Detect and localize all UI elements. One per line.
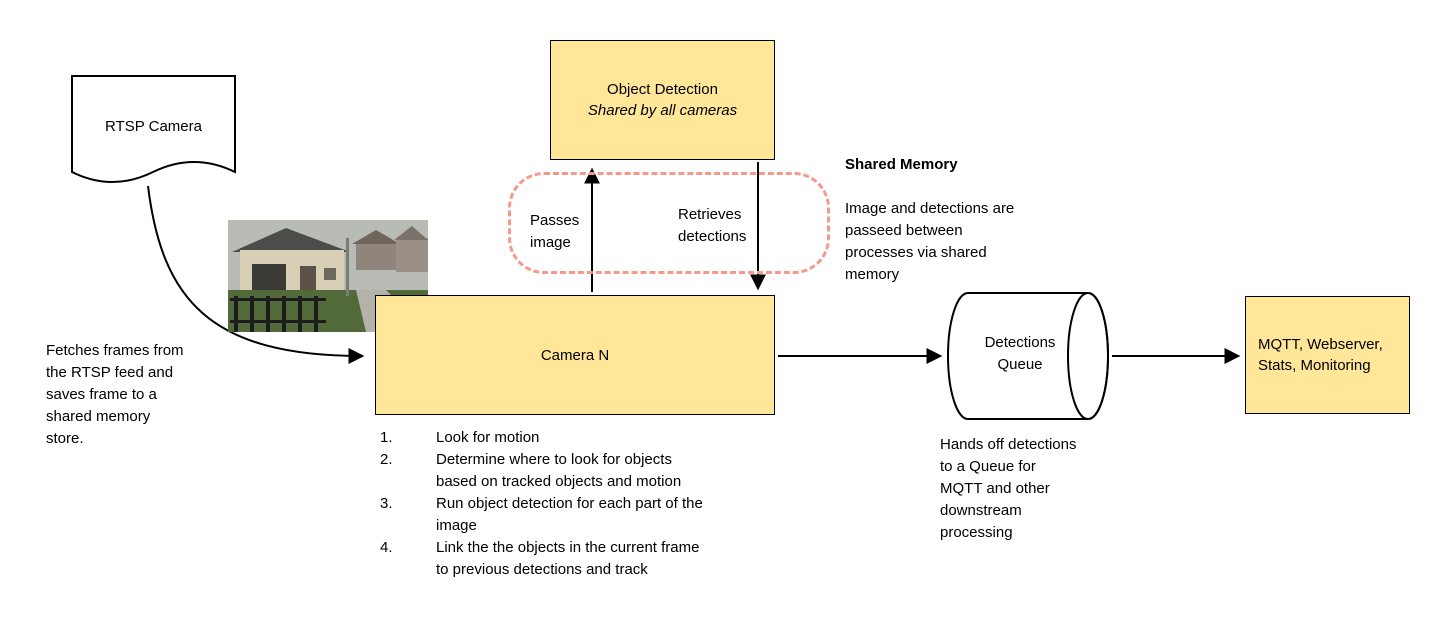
arrow-rtsp-to-camera [147,185,365,364]
camera-step-1-number: 1. [380,429,393,446]
object-detection-subtitle: Shared by all cameras [587,102,738,119]
shared-memory-region-outline [508,172,830,274]
shared-memory-note-title: Shared Memory [845,156,958,173]
camera-snapshot-graphic [228,220,428,332]
camera-step-1-text: Look for motion [436,429,540,446]
object-detection-title: Object Detection [607,81,718,98]
mqtt-webserver-label: MQTT, Webserver, Stats, Monitoring [1258,336,1383,374]
camera-n-node: Camera N [375,295,775,415]
fetch-frames-note: Fetches frames from the RTSP feed and sa… [46,342,184,447]
rtsp-camera-label: RTSP Camera [105,118,202,135]
camera-snapshot-image [228,220,428,332]
object-detection-node: Object Detection Shared by all cameras [550,40,775,160]
queue-handoff-note: Hands off detections to a Queue for MQTT… [940,436,1077,541]
mqtt-webserver-node: MQTT, Webserver, Stats, Monitoring [1245,296,1410,414]
detections-queue-label: Detections Queue [984,334,1056,373]
camera-step-3-text: Run object detection for each part of th… [436,495,703,534]
camera-step-4-text: Link the the objects in the current fram… [436,539,700,578]
retrieves-detections-label: Retrieves detections [678,206,747,245]
shared-memory-note: Shared Memory Image and detections are p… [845,132,1060,308]
camera-step-2: 2. Determine where to look for objects b… [380,449,800,493]
camera-step-3-number: 3. [380,495,393,512]
camera-step-2-text: Determine where to look for objects base… [436,451,682,490]
camera-step-4-number: 4. [380,539,393,556]
camera-steps-list: 1. Look for motion 2. Determine where to… [380,427,800,581]
shared-memory-note-body: Image and detections are passeed between… [845,200,1015,283]
camera-step-2-number: 2. [380,451,393,468]
camera-step-1: 1. Look for motion [380,427,800,449]
camera-n-label: Camera N [540,346,610,364]
passes-image-label: Passes image [530,212,580,251]
camera-step-4: 4. Link the the objects in the current f… [380,537,800,581]
rtsp-camera-document-shape [71,75,236,183]
camera-step-3: 3. Run object detection for each part of… [380,493,800,537]
detections-queue-cylinder-cap [1067,292,1109,420]
